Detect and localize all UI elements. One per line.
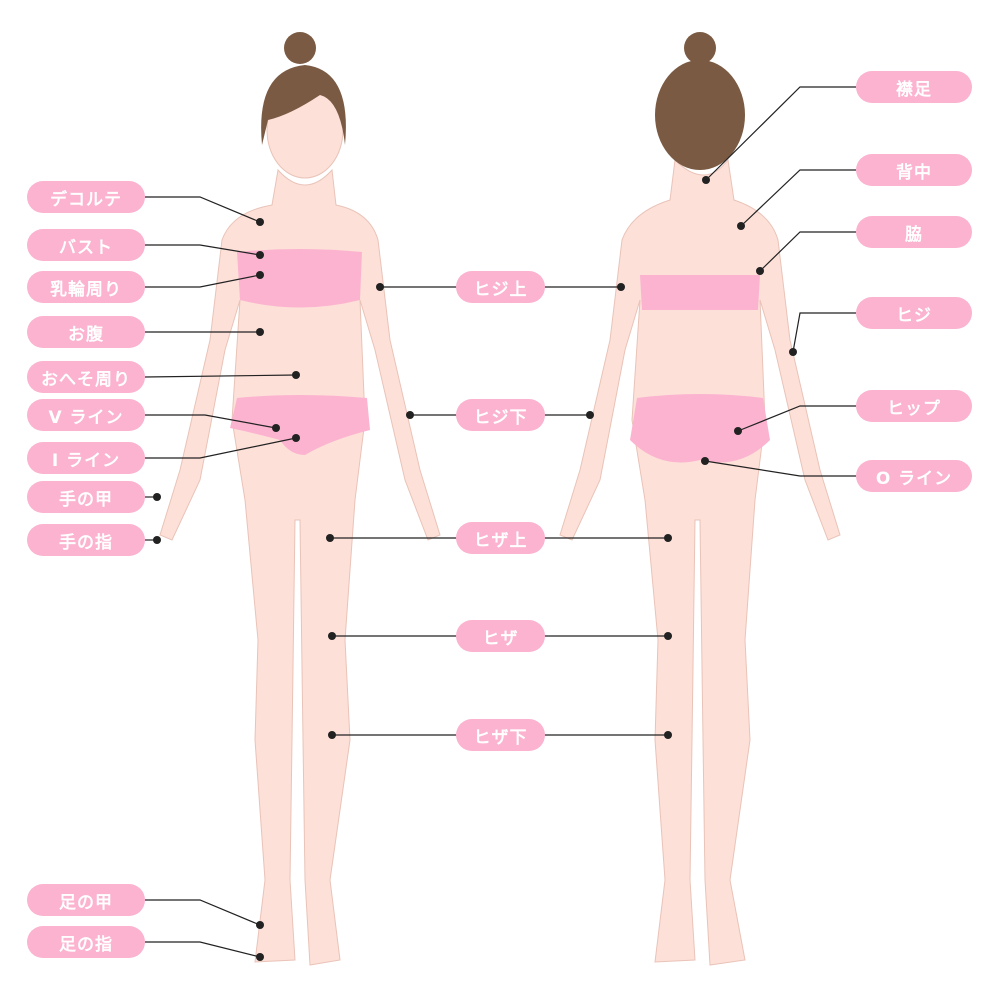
label-v-line[interactable]: V ライン [27, 399, 145, 431]
label-upper-elbow[interactable]: ヒジ上 [456, 271, 545, 303]
back-hair [655, 32, 745, 170]
label-navel[interactable]: おへそ周り [27, 361, 145, 393]
label-i-line[interactable]: I ライン [27, 442, 145, 474]
label-back-of-hand[interactable]: 手の甲 [27, 481, 145, 513]
front-figure [159, 81, 441, 966]
label-lower-knee[interactable]: ヒザ下 [456, 719, 545, 751]
back-shorts [630, 394, 770, 463]
label-toes[interactable]: 足の指 [27, 926, 145, 958]
label-elbow[interactable]: ヒジ [856, 297, 972, 329]
label-fingers[interactable]: 手の指 [27, 524, 145, 556]
label-upper-knee[interactable]: ヒザ上 [456, 522, 545, 554]
label-lower-elbow[interactable]: ヒジ下 [456, 399, 545, 431]
label-decollete[interactable]: デコルテ [27, 181, 145, 213]
label-back[interactable]: 背中 [856, 154, 972, 186]
front-shorts [230, 395, 370, 455]
label-belly[interactable]: お腹 [27, 316, 145, 348]
label-areola[interactable]: 乳輪周り [27, 271, 145, 303]
label-armpit[interactable]: 脇 [856, 216, 972, 248]
front-bra [237, 249, 362, 308]
front-hair [261, 32, 346, 145]
back-figure [559, 158, 841, 966]
label-knee[interactable]: ヒザ [456, 620, 545, 652]
label-top-of-foot[interactable]: 足の甲 [27, 884, 145, 916]
label-bust[interactable]: バスト [27, 229, 145, 261]
label-nape[interactable]: 襟足 [856, 71, 972, 103]
label-o-line[interactable]: O ライン [856, 460, 972, 492]
label-hip[interactable]: ヒップ [856, 390, 972, 422]
marker-dots [153, 176, 797, 961]
back-bra [640, 275, 760, 310]
